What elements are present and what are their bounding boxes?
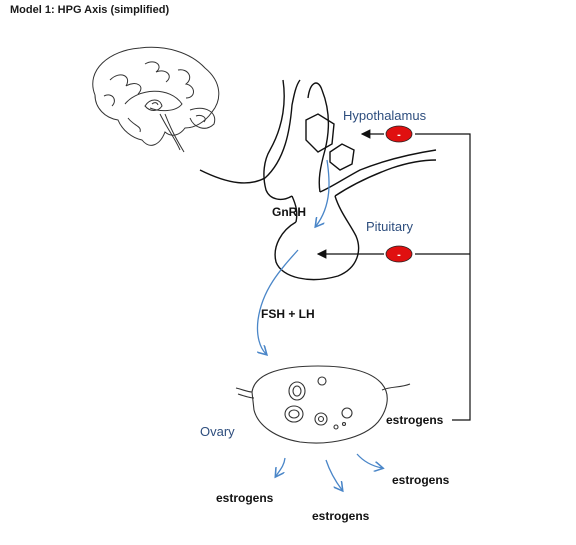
hypothalamus-label: Hypothalamus [343, 108, 427, 123]
hypothalamus-pituitary-sketch [199, 79, 437, 281]
inhibit-top-sign: - [397, 129, 401, 141]
fsh-lh-arrow [257, 249, 299, 354]
ovary-label: Ovary [200, 424, 235, 439]
estrogens-arrow-bottom [325, 459, 342, 490]
hormone-arrows [257, 159, 382, 490]
pituitary-label: Pituitary [366, 219, 413, 234]
estrogens-bottom-label: estrogens [312, 509, 370, 523]
feedback-lines [316, 129, 471, 421]
estrogens-feedback-label: estrogens [386, 413, 444, 427]
inhibit-oval-bottom: - [385, 245, 413, 263]
brain-icon [92, 46, 220, 153]
inhibit-bottom-sign: - [397, 249, 401, 261]
inhibit-oval-top: - [385, 125, 413, 143]
gnrh-arrow [316, 159, 330, 226]
estrogens-left-label: estrogens [216, 491, 274, 505]
estrogens-right-label: estrogens [392, 473, 450, 487]
gnrh-label: GnRH [272, 205, 306, 219]
diagram-title: Model 1: HPG Axis (simplified) [10, 4, 170, 16]
estrogens-arrow-left [276, 457, 286, 476]
fsh-lh-label: FSH + LH [261, 307, 315, 321]
estrogens-arrow-right [356, 453, 382, 468]
ovary-icon [235, 365, 411, 444]
